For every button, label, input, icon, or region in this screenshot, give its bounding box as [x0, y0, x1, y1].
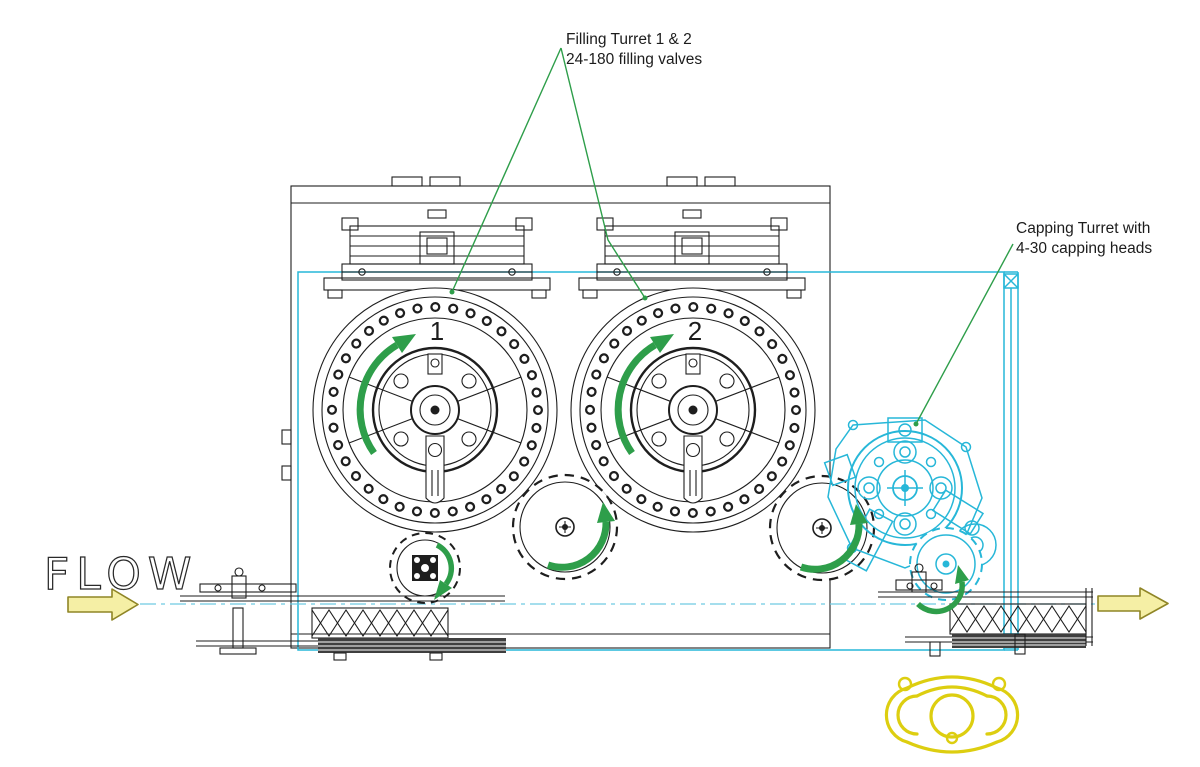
starwheel-right-rotation-arrow-icon — [799, 504, 868, 573]
flow-label: FLOW — [44, 549, 198, 600]
starwheel-small-rotation-arrow-icon — [434, 542, 455, 600]
filling-bowl-2 — [578, 209, 806, 299]
infeed-conveyor — [180, 567, 506, 661]
filling-annotation-line1: Filling Turret 1 & 2 — [566, 31, 692, 48]
infeed-flow-arrow-icon — [67, 588, 139, 621]
turret-2-rotation-arrow-icon — [614, 334, 674, 456]
filling-bowl-1 — [323, 209, 551, 299]
starwheel-center-rotation-arrow-icon — [546, 502, 615, 571]
operator-figure-icon — [884, 675, 1020, 754]
capping-annotation-line2: 4-30 capping heads — [1016, 240, 1152, 257]
filling-annotation-line2: 24-180 filling valves — [566, 51, 702, 68]
starwheel-center — [511, 473, 619, 581]
turret-1-rotation-arrow-icon — [356, 334, 416, 456]
capper-starwheel-rotation-arrow-icon — [916, 565, 969, 615]
outfeed-conveyor — [878, 563, 1093, 657]
turret-2-number: 2 — [688, 316, 702, 346]
leader-lines — [449, 47, 1014, 427]
turret-1-number: 1 — [430, 316, 444, 346]
filling-annotation: Filling Turret 1 & 2 24-180 filling valv… — [566, 31, 702, 68]
capping-annotation-line1: Capping Turret with — [1016, 220, 1150, 237]
outfeed-flow-arrow-icon — [1097, 587, 1169, 620]
capping-annotation: Capping Turret with 4-30 capping heads — [1016, 220, 1152, 257]
